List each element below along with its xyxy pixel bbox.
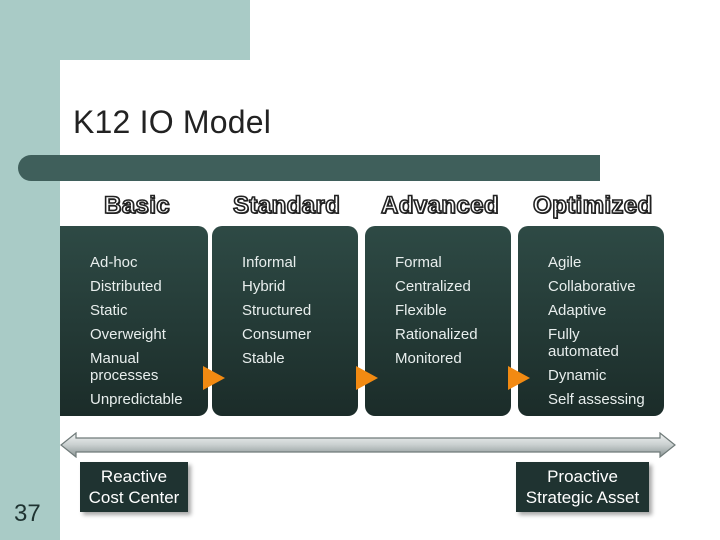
list-item: Stable [242,350,285,367]
play-triangle-icon [508,366,530,390]
title-underline-bar [18,155,600,181]
content-corner [60,60,100,100]
list-optimized: Agile Collaborative Adaptive Fully autom… [548,254,645,415]
slide-title: K12 IO Model [73,104,272,140]
list-item: Dynamic [548,367,607,384]
list-item: Flexible [395,302,447,319]
panel-optimized [518,226,664,416]
scale-left-line1: Reactive [100,467,168,486]
play-triangle-icon [356,366,378,390]
double-arrow-icon [60,432,676,458]
list-item: Formal [395,254,442,271]
list-item: Overweight [90,326,166,343]
list-item: Agile [548,254,582,271]
list-item: Rationalized [395,326,478,343]
reactive-cost-center-box: Reactive Cost Center [80,462,188,512]
list-advanced: Formal Centralized Flexible Rationalized… [395,254,478,374]
play-triangle-icon [203,366,225,390]
list-item: Distributed [90,278,162,295]
proactive-strategic-asset-box: Proactive Strategic Asset [516,462,649,512]
list-item: Informal [242,254,297,271]
panel-standard [212,226,358,416]
list-item: Self assessing [548,391,645,408]
level-heading-optimized: Optimized [532,191,653,220]
list-item: Hybrid [242,278,286,295]
scale-right-line2: Strategic Asset [525,488,640,507]
left-accent-band [0,0,60,540]
level-heading-standard: Standard [232,191,341,220]
list-item: Collaborative [548,278,636,295]
panel-basic [60,226,208,416]
list-item: Adaptive [548,302,607,319]
level-heading-advanced: Advanced [380,191,499,220]
level-heading-basic: Basic [103,191,171,220]
list-item: Manual processes [90,350,159,384]
list-item: Structured [242,302,312,319]
list-item: Monitored [395,350,462,367]
top-accent-band [0,0,250,60]
list-standard: Informal Hybrid Structured Consumer Stab… [242,254,311,374]
list-item: Consumer [242,326,312,343]
panel-advanced [365,226,511,416]
list-item: Unpredictable [90,391,183,408]
list-item: Fully automated [548,326,619,360]
list-basic: Ad-hoc Distributed Static Overweight Man… [90,254,183,415]
list-item: Centralized [395,278,471,295]
scale-right-line1: Proactive [547,467,618,486]
scale-left-line2: Cost Center [88,488,180,507]
list-item: Static [90,302,128,319]
list-item: Ad-hoc [90,254,138,271]
page-number: 37 [14,500,41,527]
